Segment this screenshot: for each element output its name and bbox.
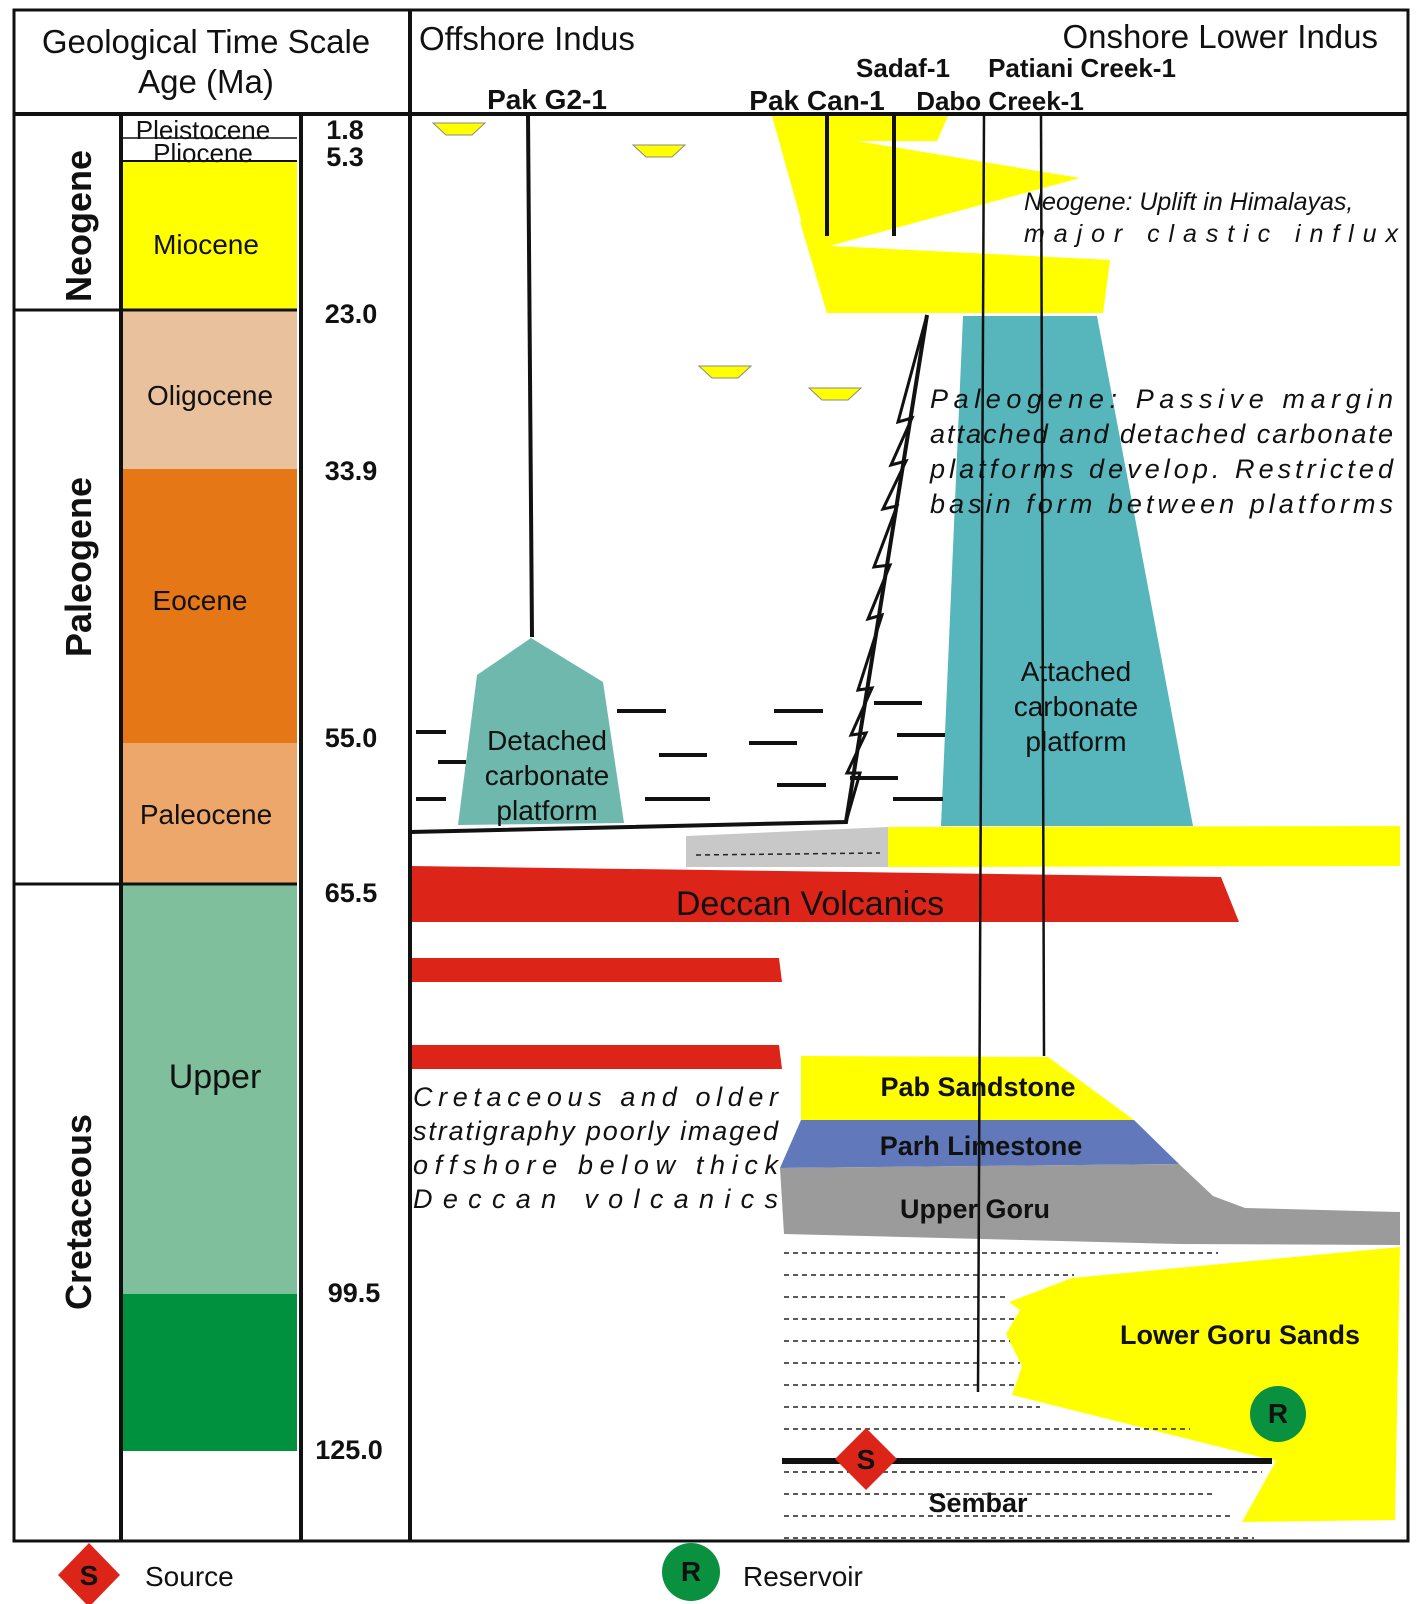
legend-source-label: Source bbox=[145, 1561, 234, 1592]
source-diamond-icon bbox=[835, 1428, 897, 1490]
note-paleogene-2: attached and detached carbonate bbox=[930, 419, 1393, 449]
volcanic-sill-1 bbox=[410, 958, 782, 982]
well-label-dabo-creek: Dabo Creek-1 bbox=[916, 86, 1084, 116]
label-upper: Upper bbox=[169, 1058, 262, 1096]
well-label-pak-can: Pak Can-1 bbox=[749, 85, 884, 116]
pab-sandstone bbox=[801, 1056, 1134, 1120]
label-pliocene: Pliocene bbox=[153, 138, 253, 168]
label-lower-goru: Lower Goru Sands bbox=[1120, 1320, 1360, 1350]
note-paleogene-4: basin form between platforms bbox=[930, 489, 1393, 519]
label-attached-1: Attached bbox=[1021, 656, 1132, 687]
volcanic-sill-2 bbox=[410, 1045, 782, 1069]
lens-2 bbox=[631, 144, 687, 158]
age-33-9: 33.9 bbox=[325, 456, 378, 486]
label-parh: Parh Limestone bbox=[880, 1131, 1083, 1161]
paleocene-grey-dash bbox=[695, 852, 881, 856]
legend-reservoir-label: Reservoir bbox=[743, 1561, 863, 1592]
unit-labels: Detached carbonate platform Attached car… bbox=[485, 656, 1360, 1518]
epoch-lower-cretaceous bbox=[119, 1294, 297, 1451]
note-cretaceous-4: Deccan volcanics bbox=[413, 1184, 778, 1214]
well-patiani-creek bbox=[1039, 114, 1046, 1057]
note-cretaceous-3: offshore below thick bbox=[413, 1150, 780, 1180]
legend-source-diamond-icon bbox=[58, 1543, 120, 1604]
age-125-0: 125.0 bbox=[315, 1435, 383, 1465]
epoch-upper-cretaceous bbox=[119, 884, 297, 1294]
label-upper-goru: Upper Goru bbox=[900, 1194, 1050, 1224]
label-paleogene: Paleogene bbox=[58, 477, 99, 657]
neogene-clastic-fill bbox=[772, 116, 1110, 313]
header-text: Geological Time Scale Age (Ma) Offshore … bbox=[42, 18, 1378, 100]
label-attached-2: carbonate bbox=[1014, 691, 1139, 722]
legend-source-letter: S bbox=[80, 1560, 99, 1591]
frame bbox=[12, 8, 1410, 1543]
reservoir-marker-letter: R bbox=[1268, 1398, 1288, 1429]
cross-section-panel bbox=[409, 114, 1400, 1539]
lower-goru-sands bbox=[1006, 1247, 1400, 1522]
source-marker-letter: S bbox=[857, 1444, 876, 1475]
well-pak-g2 bbox=[526, 114, 534, 638]
note-cretaceous-2: stratigraphy poorly imaged bbox=[413, 1116, 779, 1146]
label-eocene: Eocene bbox=[153, 585, 248, 616]
deccan-volcanics-band bbox=[410, 866, 1239, 922]
label-pab: Pab Sandstone bbox=[880, 1072, 1075, 1102]
legend-reservoir-circle-icon bbox=[662, 1543, 720, 1601]
epoch-miocene bbox=[119, 161, 297, 310]
detached-carbonate-platform bbox=[458, 638, 624, 825]
epoch-eocene bbox=[119, 469, 297, 743]
label-detached-2: carbonate bbox=[485, 760, 610, 791]
paleocene-yellow-band bbox=[888, 826, 1400, 867]
offshore-shale-marks bbox=[416, 701, 945, 801]
paleocene-grey-band bbox=[686, 827, 888, 867]
label-detached-3: platform bbox=[496, 795, 597, 826]
note-neogene-1: Neogene: Uplift in Himalayas, bbox=[1024, 188, 1353, 216]
well-label-patiani-creek: Patiani Creek-1 bbox=[988, 53, 1176, 83]
age-5-3: 5.3 bbox=[326, 142, 364, 172]
source-marker: S bbox=[835, 1428, 897, 1490]
age-23-0: 23.0 bbox=[325, 299, 378, 329]
label-miocene: Miocene bbox=[153, 229, 259, 260]
lens-1 bbox=[431, 122, 487, 136]
lens-3 bbox=[697, 365, 753, 379]
label-paleocene: Paleocene bbox=[140, 799, 272, 830]
title-line-2: Age (Ma) bbox=[138, 63, 274, 100]
time-scale-column: Pleistocene Pliocene Miocene Oligocene E… bbox=[14, 115, 383, 1465]
label-oligocene: Oligocene bbox=[147, 380, 273, 411]
title-line-1: Geological Time Scale bbox=[42, 23, 370, 60]
label-attached-3: platform bbox=[1025, 726, 1126, 757]
note-cretaceous-1: Cretaceous and older bbox=[413, 1082, 779, 1112]
upper-goru bbox=[780, 1164, 1400, 1245]
label-cretaceous: Cretaceous bbox=[58, 1114, 99, 1310]
well-dabo-creek bbox=[976, 114, 986, 1393]
offshore-header: Offshore Indus bbox=[419, 20, 635, 57]
lens-4 bbox=[807, 387, 863, 401]
label-pleistocene: Pleistocene bbox=[136, 115, 270, 145]
note-neogene-2: major clastic influx bbox=[1024, 220, 1400, 248]
legend: S Source R Reservoir bbox=[58, 1543, 863, 1604]
facies-change-zigzag bbox=[844, 314, 929, 823]
label-deccan: Deccan Volcanics bbox=[676, 885, 944, 923]
well-label-sadaf: Sadaf-1 bbox=[856, 53, 950, 83]
note-paleogene-1: Paleogene: Passive margin bbox=[930, 384, 1393, 414]
legend-reservoir-letter: R bbox=[681, 1556, 701, 1587]
age-99-5: 99.5 bbox=[328, 1278, 381, 1308]
label-neogene: Neogene bbox=[58, 150, 99, 302]
well-label-pak-g2: Pak G2-1 bbox=[487, 84, 607, 115]
label-detached-1: Detached bbox=[487, 725, 607, 756]
label-sembar: Sembar bbox=[928, 1488, 1028, 1518]
onshore-header: Onshore Lower Indus bbox=[1062, 18, 1378, 55]
outer-frame bbox=[12, 8, 1410, 1543]
epoch-oligocene bbox=[119, 310, 297, 469]
age-65-5: 65.5 bbox=[325, 878, 378, 908]
reservoir-marker: R bbox=[1250, 1386, 1306, 1442]
age-55-0: 55.0 bbox=[325, 723, 378, 753]
epoch-paleocene bbox=[119, 743, 297, 884]
attached-carbonate-platform bbox=[941, 316, 1193, 826]
age-1-8: 1.8 bbox=[326, 115, 364, 145]
well-labels: Pak G2-1 Pak Can-1 Sadaf-1 Dabo Creek-1 … bbox=[487, 53, 1176, 116]
reservoir-circle-icon bbox=[1250, 1386, 1306, 1442]
